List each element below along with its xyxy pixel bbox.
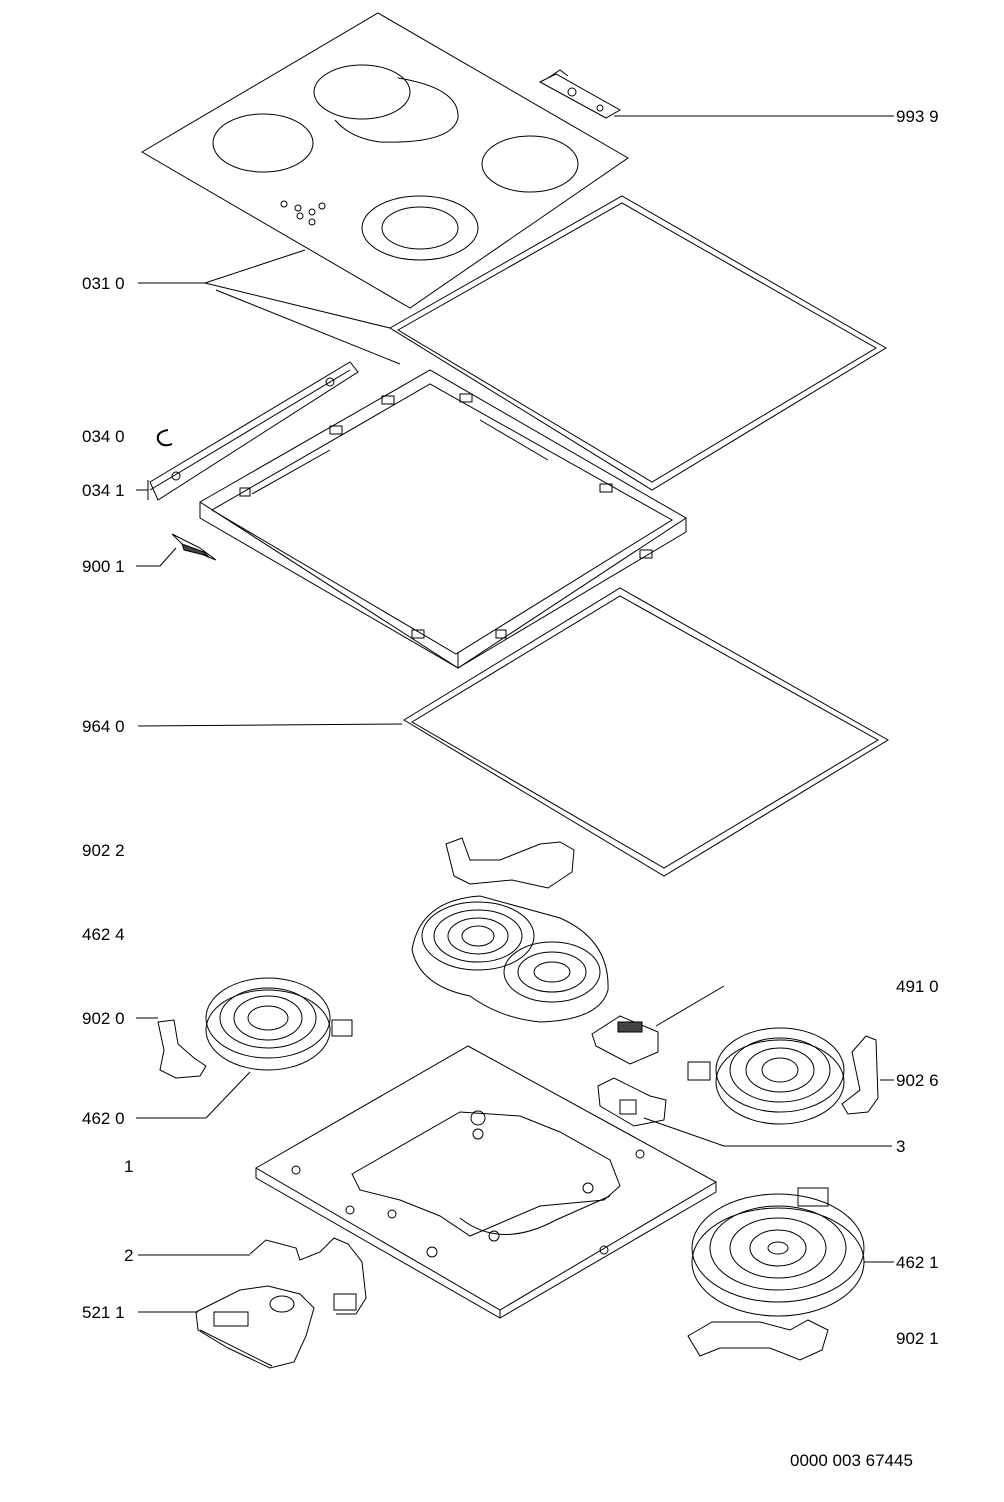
- part-993-bracket: [538, 69, 622, 119]
- bracket-902-6: [841, 1035, 879, 1115]
- connector-3: [597, 1077, 667, 1127]
- callout-491-0: 491 0: [896, 977, 939, 996]
- callout-462-4: 462 4: [82, 925, 125, 944]
- bracket-902-0: [157, 1019, 207, 1079]
- bracket-902-1: [687, 1319, 829, 1361]
- switch-491-0: [591, 1015, 659, 1065]
- callout-993-9: 993 9: [896, 107, 939, 126]
- callout-902-0: 902 0: [82, 1009, 125, 1028]
- callout-964-0: 964 0: [82, 717, 125, 736]
- side-rail-034-1: [149, 361, 359, 501]
- callout-521-1: 521 1: [82, 1303, 125, 1322]
- leader-lines: [136, 115, 894, 1313]
- frame-seal: [389, 195, 887, 491]
- callout-2: 2: [124, 1246, 134, 1265]
- callout-902-6: 902 6: [896, 1071, 939, 1090]
- part-521-1: [195, 1285, 315, 1369]
- chassis-frame: [199, 369, 687, 669]
- callout-462-1: 462 1: [896, 1253, 939, 1272]
- callout-462-0: 462 0: [82, 1109, 125, 1128]
- heater-462-4: [411, 895, 609, 1023]
- callout-031-0: 031 0: [82, 274, 125, 293]
- callout-034-1: 034 1: [82, 481, 125, 500]
- bracket-2: [249, 1237, 367, 1315]
- bracket-902-2: [445, 837, 575, 889]
- heater-right: [687, 1027, 845, 1125]
- gasket-964-0: [403, 587, 889, 877]
- callout-900-1: 900 1: [82, 557, 125, 576]
- callout-902-1: 902 1: [896, 1329, 939, 1348]
- glass-cooktop: [141, 12, 629, 309]
- part-900-1: [171, 533, 217, 561]
- base-plate: [255, 1045, 718, 1319]
- callout-034-0: 034 0: [82, 427, 125, 446]
- heater-462-1: [691, 1187, 865, 1317]
- callout-902-2: 902 2: [82, 841, 125, 860]
- document-number: 0000 003 67445: [790, 1451, 913, 1470]
- clip-034-0: [156, 429, 173, 447]
- heater-462-0: [205, 977, 353, 1071]
- callout-3: 3: [896, 1137, 906, 1156]
- callout-1: 1: [124, 1157, 134, 1176]
